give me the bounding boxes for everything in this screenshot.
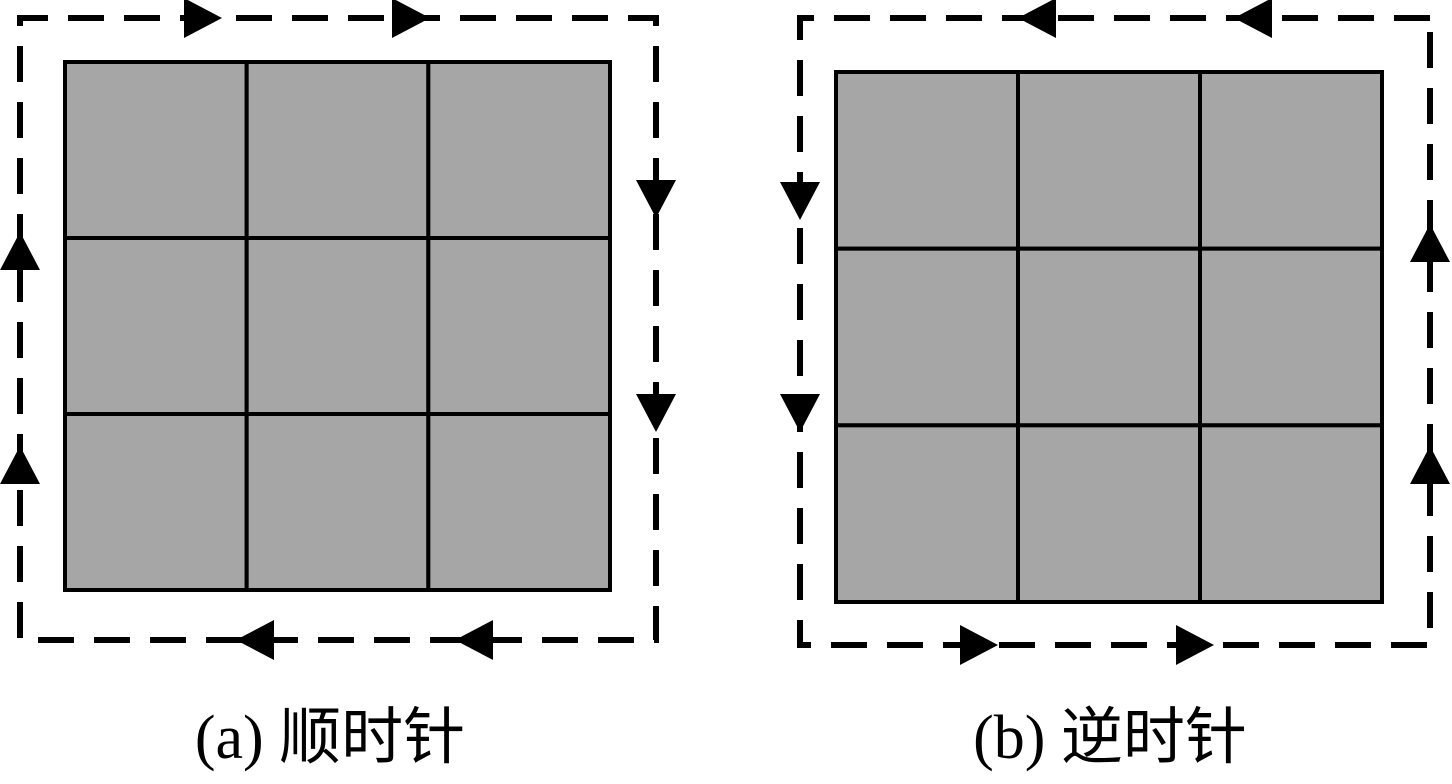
caption-counterclockwise: (b) 逆时针: [973, 704, 1247, 772]
grid-b-cell-r1c2: [1016, 70, 1202, 251]
grid-a-cell-r3c3: [426, 412, 613, 592]
arrow-up-icon: [1410, 224, 1450, 262]
grid-b-cell-r1c3: [1198, 70, 1384, 251]
arrow-down-icon: [636, 394, 676, 432]
grid-clockwise: [63, 60, 613, 592]
arrow-right-icon: [184, 0, 222, 38]
grid-a-cell-r3c2: [244, 412, 431, 592]
arrow-right-icon: [392, 0, 430, 38]
arrow-up-icon: [1410, 446, 1450, 484]
arrow-left-icon: [236, 620, 274, 660]
arrow-left-icon: [1018, 0, 1056, 38]
grid-b-cell-r3c3: [1198, 423, 1384, 605]
grid-b-cell-r2c3: [1198, 246, 1384, 428]
direction-arrows-clockwise: [0, 0, 676, 660]
grid-counterclockwise: [834, 70, 1384, 605]
grid-a-cell-r2c2: [244, 236, 431, 416]
grid-a-cell-r3c1: [63, 412, 249, 592]
arrow-right-icon: [960, 625, 998, 665]
grid-a-cell-r1c1: [63, 60, 249, 240]
grid-b-cell-r3c2: [1016, 423, 1202, 605]
arrow-down-icon: [780, 394, 820, 432]
arrow-up-icon: [0, 232, 40, 270]
dashed-path-counterclockwise: [797, 15, 1433, 648]
dashed-path-clockwise: [17, 15, 659, 643]
grid-b-cell-r1c1: [834, 70, 1020, 251]
grid-a-cell-r1c3: [426, 60, 613, 240]
caption-clockwise: (a) 顺时针: [194, 704, 466, 772]
arrow-right-icon: [1176, 625, 1214, 665]
panel-counterclockwise: [780, 0, 1450, 665]
arrow-left-icon: [1234, 0, 1272, 38]
direction-arrows-counterclockwise: [780, 0, 1450, 665]
arrow-down-icon: [636, 180, 676, 218]
grid-a-cell-r1c2: [244, 60, 431, 240]
panel-clockwise: [0, 0, 676, 660]
arrow-down-icon: [780, 182, 820, 220]
arrow-up-icon: [0, 446, 40, 484]
grid-b-cell-r3c1: [834, 423, 1020, 605]
grid-a-cell-r2c3: [426, 236, 613, 416]
grid-a-cell-r2c1: [63, 236, 249, 416]
grid-b-cell-r2c1: [834, 246, 1020, 428]
arrow-left-icon: [455, 620, 493, 660]
grid-b-cell-r2c2: [1016, 246, 1202, 428]
